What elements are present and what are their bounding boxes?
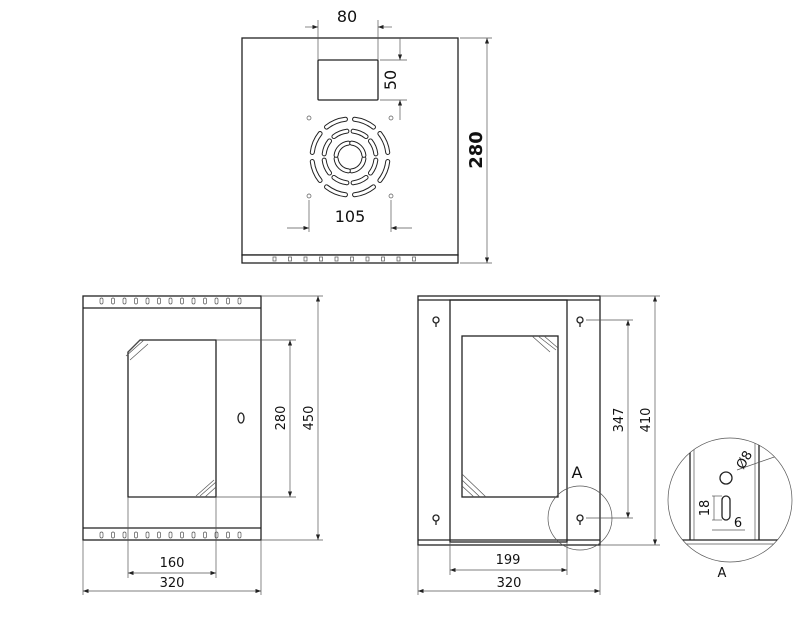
- rail-hole: [134, 297, 138, 305]
- rail-hole: [381, 256, 385, 262]
- fan-screws: [306, 115, 394, 199]
- rail-hole: [180, 297, 184, 305]
- dim-6-label: 6: [734, 516, 742, 531]
- rail-hole: [191, 297, 196, 305]
- detail-a: Ø8 18 6 A: [667, 437, 793, 581]
- dim-diameter-8-label: Ø8: [734, 448, 756, 472]
- rail-hole: [111, 531, 115, 539]
- rail-hole: [334, 256, 339, 262]
- dim-280-depth-label: 280: [466, 131, 487, 169]
- rail-hole: [237, 297, 242, 305]
- dim-160-label: 160: [160, 556, 185, 571]
- rail-hole: [111, 297, 115, 305]
- rail-hole: [145, 531, 150, 539]
- door-window: [461, 335, 559, 498]
- rail-hole: [203, 297, 207, 305]
- front-rail-holes: [99, 297, 242, 539]
- dimension-280-depth: [460, 37, 492, 264]
- dimension-280-window: [216, 339, 296, 498]
- dim-80-label: 80: [337, 7, 357, 26]
- dim-450-label: 450: [302, 406, 317, 431]
- dim-410-label: 410: [639, 408, 654, 433]
- dimension-347: [586, 319, 633, 519]
- rail-hole: [272, 256, 277, 262]
- rail-holes: [272, 256, 416, 262]
- rail-hole: [214, 297, 219, 305]
- dimension-450: [261, 295, 323, 541]
- dim-50-label: 50: [381, 70, 400, 90]
- front-view: 280 450 160 320: [82, 295, 323, 595]
- top-view: 80 50 280 105: [241, 7, 492, 264]
- rail-hole: [396, 256, 401, 262]
- rail-hole: [122, 297, 127, 305]
- fan-grille: [309, 116, 391, 198]
- dimension-320-side: [417, 545, 601, 595]
- rail-hole: [180, 531, 184, 539]
- dim-199-label: 199: [496, 553, 521, 568]
- detail-a-label: A: [718, 566, 727, 581]
- slot-18x6: [721, 495, 731, 521]
- rail-hole: [226, 297, 230, 305]
- rail-hole: [288, 256, 292, 262]
- cabinet-body: [417, 295, 601, 546]
- dimension-410: [600, 295, 660, 546]
- hole-8: [719, 471, 733, 485]
- front-body: [82, 295, 262, 541]
- rail-hole: [157, 531, 161, 539]
- door-lock: [237, 412, 245, 424]
- rail-hole: [157, 297, 161, 305]
- rail-hole: [99, 531, 104, 539]
- dimension-105: [287, 200, 412, 232]
- dim-105-label: 105: [335, 207, 366, 226]
- rail-hole: [303, 256, 308, 262]
- top-panel: [241, 37, 459, 256]
- rail-hole: [168, 297, 173, 305]
- dim-320-side-label: 320: [497, 576, 522, 591]
- dim-320-front-label: 320: [160, 576, 185, 591]
- rail-hole: [365, 256, 370, 262]
- rail-hole: [122, 531, 127, 539]
- side-view: A 347 410 199 320: [417, 295, 660, 595]
- rail-hole: [412, 256, 416, 262]
- dim-280-window-label: 280: [274, 406, 289, 431]
- dim-18-label: 18: [698, 500, 713, 517]
- rail-hole: [350, 256, 354, 262]
- top-rail: [241, 254, 459, 264]
- dimension-80: [305, 20, 392, 60]
- rail-hole: [134, 531, 138, 539]
- mounting-keyholes: [432, 316, 584, 525]
- rail-hole: [237, 531, 242, 539]
- rail-hole: [99, 297, 104, 305]
- dimension-320-front: [82, 540, 262, 595]
- dimension-160: [127, 497, 217, 578]
- rail-hole: [214, 531, 219, 539]
- rail-hole: [203, 531, 207, 539]
- door-frame: [449, 299, 568, 543]
- rail-hole: [191, 531, 196, 539]
- dimension-199: [449, 542, 568, 575]
- rail-hole: [319, 256, 323, 262]
- dim-347-label: 347: [612, 408, 627, 433]
- cable-opening: [317, 59, 379, 101]
- dimension-50: [380, 38, 407, 120]
- rail-hole: [168, 531, 173, 539]
- rail-hole: [145, 297, 150, 305]
- detail-marker-a: A: [572, 463, 583, 482]
- rail-hole: [226, 531, 230, 539]
